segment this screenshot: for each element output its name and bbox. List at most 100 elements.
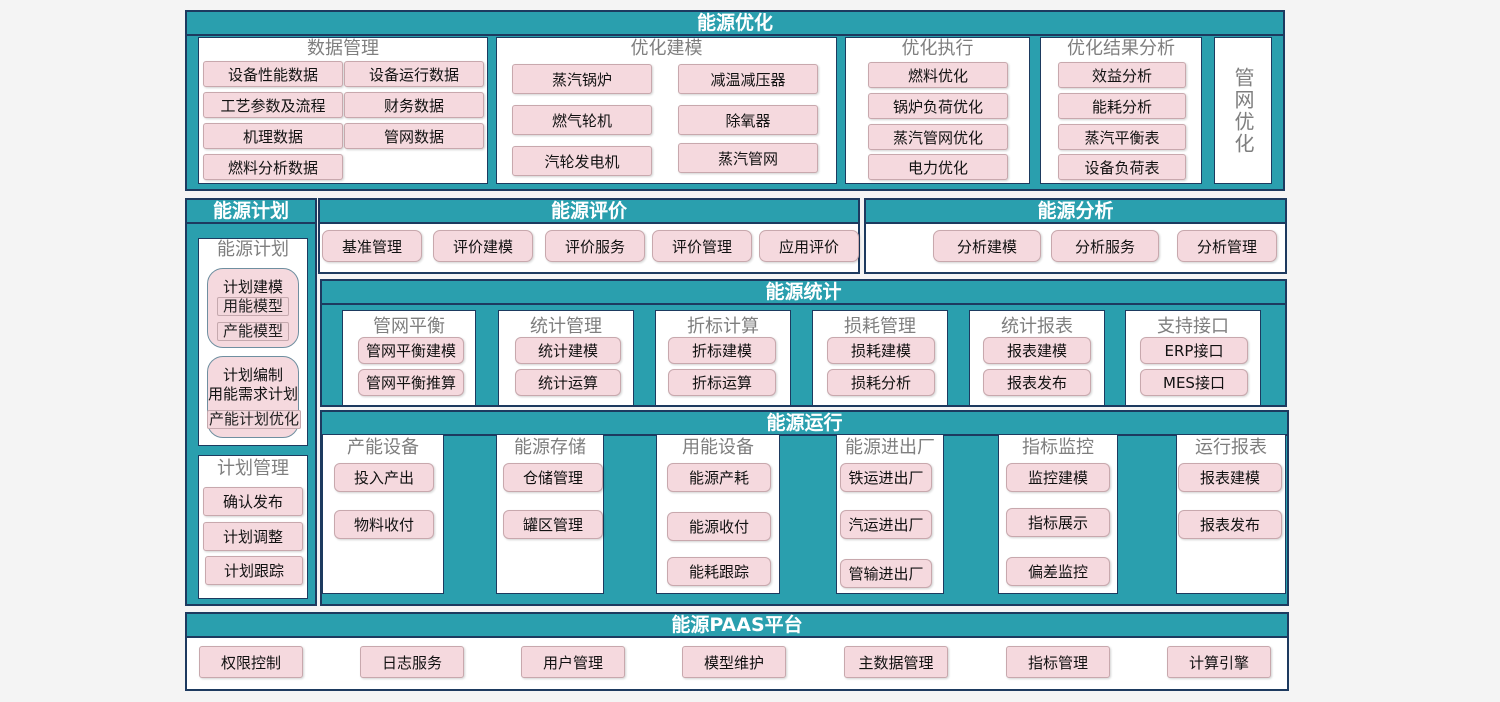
item-erp-interface[interactable]: ERP接口 — [1140, 337, 1248, 364]
item-fuel-optimization[interactable]: 燃料优化 — [868, 62, 1008, 88]
item-desuperheater[interactable]: 减温减压器 — [678, 64, 818, 94]
group-title-plan-modeling: 计划建模 — [222, 278, 283, 296]
item-steam-network[interactable]: 蒸汽管网 — [678, 143, 818, 173]
item-conversion-modeling[interactable]: 折标建模 — [668, 337, 776, 364]
panel-title-energy-plan: 能源计划 — [217, 239, 289, 260]
panel-title-statistics-management: 统计管理 — [530, 316, 602, 337]
item-monitoring-modeling[interactable]: 监控建模 — [1006, 463, 1110, 492]
item-fuel-analysis-data[interactable]: 燃料分析数据 — [203, 154, 343, 180]
item-process-parameters[interactable]: 工艺参数及流程 — [203, 92, 343, 118]
item-energy-consumption-tracking[interactable]: 能耗跟踪 — [667, 557, 771, 586]
item-power-optimization[interactable]: 电力优化 — [868, 154, 1008, 180]
item-statistics-computation[interactable]: 统计运算 — [515, 369, 621, 396]
item-warehouse-management[interactable]: 仓储管理 — [503, 463, 603, 492]
panel-title-pipe-network-balance: 管网平衡 — [373, 316, 445, 337]
panel-title-support-interface: 支持接口 — [1157, 316, 1229, 337]
group-plan-compilation[interactable]: 计划编制 用能需求计划 产能计划优化 — [207, 356, 301, 438]
item-steam-boiler[interactable]: 蒸汽锅炉 — [512, 64, 652, 94]
item-operation-report-modeling[interactable]: 报表建模 — [1178, 463, 1282, 492]
item-conversion-computation[interactable]: 折标运算 — [668, 369, 776, 396]
item-report-publish[interactable]: 报表发布 — [983, 369, 1091, 396]
item-plan-adjust[interactable]: 计划调整 — [203, 522, 303, 551]
item-analysis-modeling[interactable]: 分析建模 — [933, 230, 1041, 262]
item-mechanism-data[interactable]: 机理数据 — [203, 123, 343, 149]
panel-title-result-analysis: 优化结果分析 — [1067, 38, 1175, 59]
item-equipment-performance-data[interactable]: 设备性能数据 — [203, 61, 343, 87]
group-title-plan-compilation: 计划编制 — [222, 366, 283, 384]
panel-title-loss-management: 损耗管理 — [844, 316, 916, 337]
item-deviation-monitoring[interactable]: 偏差监控 — [1006, 557, 1110, 586]
item-log-service[interactable]: 日志服务 — [360, 646, 464, 678]
panel-title-optimization-modeling: 优化建模 — [630, 38, 703, 59]
item-plan-tracking[interactable]: 计划跟踪 — [205, 556, 303, 585]
section-energy-operation: 能源运行 — [320, 410, 1289, 606]
item-energy-production-consumption[interactable]: 能源产耗 — [667, 463, 771, 492]
item-master-data-management[interactable]: 主数据管理 — [844, 646, 948, 678]
pipe-network-optimization-label: 管网优化 — [1231, 66, 1255, 155]
item-evaluation-management[interactable]: 评价管理 — [652, 230, 752, 262]
item-gas-turbine[interactable]: 燃气轮机 — [512, 105, 652, 135]
item-analysis-management[interactable]: 分析管理 — [1177, 230, 1277, 262]
item-computation-engine[interactable]: 计算引擎 — [1167, 646, 1271, 678]
item-loss-modeling[interactable]: 损耗建模 — [827, 337, 935, 364]
item-equipment-load-table[interactable]: 设备负荷表 — [1058, 154, 1186, 180]
item-turbine-generator[interactable]: 汽轮发电机 — [512, 146, 652, 176]
item-evaluation-modeling[interactable]: 评价建模 — [433, 230, 533, 262]
item-pipe-network-data[interactable]: 管网数据 — [344, 123, 484, 149]
section-title-optimization: 能源优化 — [187, 12, 1283, 36]
item-analysis-service[interactable]: 分析服务 — [1051, 230, 1159, 262]
panel-title-energy-storage: 能源存储 — [514, 437, 586, 458]
item-evaluation-service[interactable]: 评价服务 — [545, 230, 645, 262]
group-plan-modeling[interactable]: 计划建模 用能模型 产能模型 — [207, 268, 299, 348]
item-production-model[interactable]: 产能模型 — [217, 322, 289, 341]
panel-title-energy-in-out: 能源进出厂 — [845, 437, 935, 458]
panel-title-operation-report: 运行报表 — [1195, 437, 1267, 458]
item-model-maintenance[interactable]: 模型维护 — [682, 646, 786, 678]
item-application-evaluation[interactable]: 应用评价 — [759, 230, 859, 262]
panel-title-production-equipment: 产能设备 — [347, 437, 419, 458]
section-title-paas: 能源PAAS平台 — [187, 614, 1287, 638]
item-pipe-balance-modeling[interactable]: 管网平衡建模 — [358, 337, 464, 364]
item-deaerator[interactable]: 除氧器 — [678, 105, 818, 135]
panel-title-data-management: 数据管理 — [307, 38, 379, 59]
item-user-management[interactable]: 用户管理 — [521, 646, 625, 678]
item-report-modeling[interactable]: 报表建模 — [983, 337, 1091, 364]
item-energy-receipt[interactable]: 能源收付 — [667, 512, 771, 541]
section-title-analysis: 能源分析 — [866, 200, 1285, 224]
item-boiler-load-optimization[interactable]: 锅炉负荷优化 — [868, 93, 1008, 119]
item-steam-network-optimization[interactable]: 蒸汽管网优化 — [868, 124, 1008, 150]
item-benchmark-management[interactable]: 基准管理 — [322, 230, 422, 262]
item-indicator-management[interactable]: 指标管理 — [1006, 646, 1110, 678]
panel-title-indicator-monitoring: 指标监控 — [1022, 437, 1094, 458]
item-confirm-publish[interactable]: 确认发布 — [203, 487, 303, 516]
item-production-plan-optimization[interactable]: 产能计划优化 — [207, 410, 301, 429]
item-material-receipt[interactable]: 物料收付 — [334, 510, 434, 539]
item-indicator-display[interactable]: 指标展示 — [1006, 508, 1110, 537]
panel-pipe-network-optimization[interactable]: 管网优化 — [1214, 37, 1272, 184]
item-truck-in-out[interactable]: 汽运进出厂 — [840, 510, 932, 539]
item-financial-data[interactable]: 财务数据 — [344, 92, 484, 118]
panel-title-standard-conversion: 折标计算 — [687, 316, 759, 337]
section-title-operation: 能源运行 — [322, 412, 1287, 436]
item-permission-control[interactable]: 权限控制 — [199, 646, 303, 678]
item-pipeline-in-out[interactable]: 管输进出厂 — [840, 559, 932, 588]
item-rail-in-out[interactable]: 铁运进出厂 — [840, 463, 932, 492]
item-pipe-balance-estimation[interactable]: 管网平衡推算 — [358, 369, 464, 396]
item-equipment-operation-data[interactable]: 设备运行数据 — [344, 61, 484, 87]
item-energy-demand-plan[interactable]: 用能需求计划 — [207, 385, 298, 403]
panel-title-optimization-execution: 优化执行 — [901, 38, 974, 59]
item-steam-balance-table[interactable]: 蒸汽平衡表 — [1058, 124, 1186, 150]
item-tank-management[interactable]: 罐区管理 — [503, 510, 603, 539]
item-loss-analysis[interactable]: 损耗分析 — [827, 369, 935, 396]
section-title-planning: 能源计划 — [187, 200, 315, 224]
item-operation-report-publish[interactable]: 报表发布 — [1178, 510, 1282, 539]
item-energy-consumption-analysis[interactable]: 能耗分析 — [1058, 93, 1186, 119]
section-title-statistics: 能源统计 — [322, 281, 1285, 305]
item-energy-use-model[interactable]: 用能模型 — [217, 297, 289, 316]
item-mes-interface[interactable]: MES接口 — [1140, 369, 1248, 396]
panel-title-statistics-report: 统计报表 — [1001, 316, 1073, 337]
item-input-output[interactable]: 投入产出 — [334, 463, 434, 492]
panel-title-plan-management: 计划管理 — [217, 458, 289, 479]
item-benefit-analysis[interactable]: 效益分析 — [1058, 62, 1186, 88]
item-statistics-modeling[interactable]: 统计建模 — [515, 337, 621, 364]
